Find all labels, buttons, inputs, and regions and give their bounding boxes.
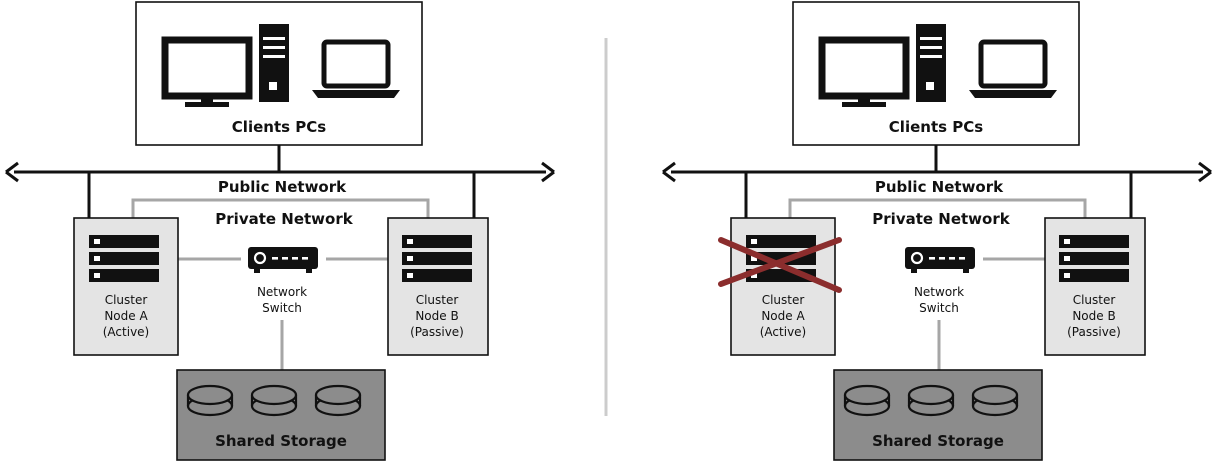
public-network-label: Public Network (218, 178, 347, 196)
node-a-label-line1: Cluster (762, 293, 805, 307)
switch-label-line1: Network (914, 285, 964, 299)
arrow-right-icon (1198, 161, 1212, 183)
node-a-label-line2: Node A (761, 309, 805, 323)
server-rack-icon (402, 235, 472, 282)
shared-storage-label: Shared Storage (872, 432, 1004, 450)
node-a-label-line3: (Active) (760, 325, 806, 339)
private-network-line (131, 198, 430, 218)
disk-icon (971, 384, 1019, 417)
node-b-label-line1: Cluster (416, 293, 459, 307)
node-b-label-line1: Cluster (1073, 293, 1116, 307)
panel-left: Clients PCs Public Network Private Netwo… (5, 1, 555, 461)
node-a-label-line2: Node A (104, 309, 148, 323)
arrow-left-icon (662, 161, 676, 183)
private-network-line (788, 198, 1087, 218)
node-a-label-line1: Cluster (105, 293, 148, 307)
public-network-label: Public Network (875, 178, 1004, 196)
network-switch-icon (246, 245, 320, 275)
disk-icon (314, 384, 362, 417)
disk-icon (250, 384, 298, 417)
network-switch-icon (903, 245, 977, 275)
node-b-label-line2: Node B (415, 309, 458, 323)
panel-right: Clients PCs Public Network Private Netwo… (662, 1, 1212, 461)
switch-label-line2: Switch (262, 301, 302, 315)
disk-icon (907, 384, 955, 417)
tower-pc-icon (916, 24, 946, 102)
arrow-right-icon (541, 161, 555, 183)
disk-icon (186, 384, 234, 417)
private-network-label: Private Network (215, 210, 353, 228)
tower-pc-icon (259, 24, 289, 102)
server-rack-icon (89, 235, 159, 282)
private-network-label: Private Network (872, 210, 1010, 228)
server-rack-icon (1059, 235, 1129, 282)
clients-label: Clients PCs (889, 118, 983, 136)
failure-cross-icon (718, 237, 842, 293)
arrow-left-icon (5, 161, 19, 183)
switch-label-line1: Network (257, 285, 307, 299)
shared-storage-label: Shared Storage (215, 432, 347, 450)
node-b-label-line3: (Passive) (1067, 325, 1121, 339)
node-b-label-line2: Node B (1072, 309, 1115, 323)
clients-label: Clients PCs (232, 118, 326, 136)
disk-icon (843, 384, 891, 417)
node-b-label-line3: (Passive) (410, 325, 464, 339)
switch-label-line2: Switch (919, 301, 959, 315)
node-a-label-line3: (Active) (103, 325, 149, 339)
